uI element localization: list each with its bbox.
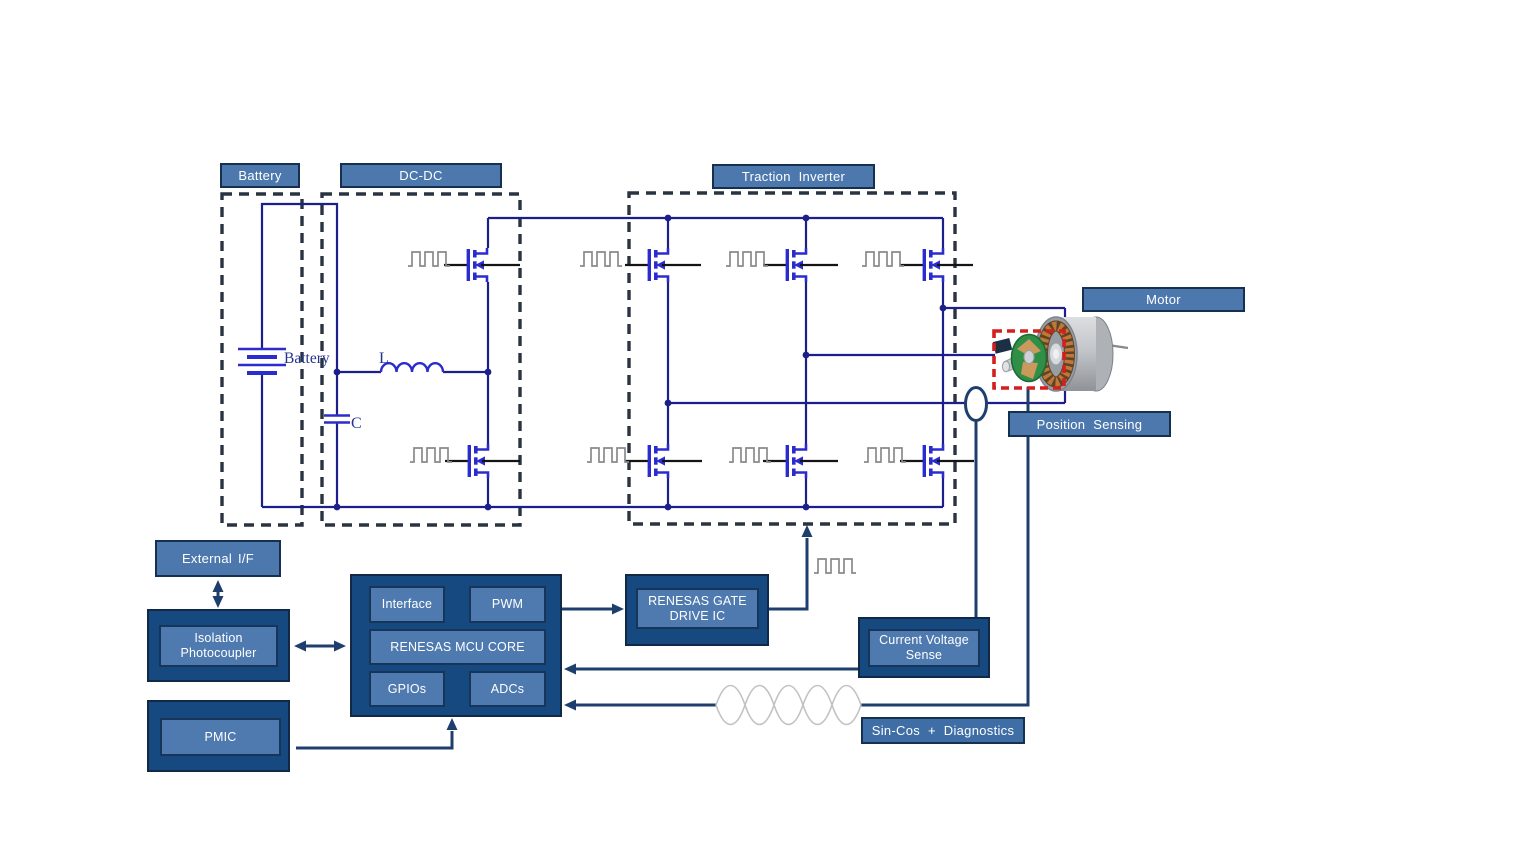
dcdc-section-label: DC-DC — [340, 163, 502, 188]
mosfet-dcdc-high — [442, 246, 520, 284]
battery-section-label: Battery — [220, 163, 300, 188]
junction-dots — [333, 214, 947, 511]
square-wave-icon — [861, 251, 905, 267]
position-sensor-outline — [992, 329, 1066, 390]
motor-section-label: Motor — [1082, 287, 1245, 312]
sincos-diagnostics-label: Sin-Cos + Diagnostics — [861, 717, 1025, 744]
mosfet-phase2-high — [761, 246, 838, 284]
current-voltage-sense-block: Current Voltage Sense — [858, 617, 990, 678]
inductor-symbol: L — [379, 350, 445, 373]
isolation-photocoupler-block: Isolation Photocoupler — [147, 609, 290, 682]
battery-symbol: Battery — [238, 347, 330, 375]
external-if-block: External I/F — [155, 540, 281, 577]
capacitor-symbol: C — [324, 414, 362, 432]
mcu-adcs-label: ADCs — [469, 671, 546, 707]
square-wave-icon — [728, 447, 772, 463]
pmic-label: PMIC — [160, 718, 281, 756]
dcdc-section-outline — [320, 192, 522, 527]
traction-inverter-section-label: Traction Inverter — [712, 164, 875, 189]
square-wave-icon — [725, 251, 769, 267]
sine-waves-icon — [715, 684, 862, 726]
mosfet-phase3-high — [898, 246, 973, 284]
circuit-wires — [260, 202, 1067, 509]
square-wave-icon — [579, 251, 623, 267]
mcu-block: Interface PWM RENESAS MCU CORE GPIOs ADC… — [350, 574, 562, 717]
current-voltage-sense-label: Current Voltage Sense — [868, 629, 980, 667]
block-connections — [216, 387, 1030, 750]
current-sensor-loop-icon — [964, 386, 988, 422]
square-wave-icon — [409, 447, 453, 463]
mosfet-phase1-low — [623, 442, 702, 480]
mosfet-phase1-high — [623, 246, 701, 284]
mcu-interface-label: Interface — [369, 586, 445, 623]
motor-3d-illustration — [992, 316, 1129, 392]
gate-drive-block: RENESAS GATE DRIVE IC — [625, 574, 769, 646]
mcu-pwm-label: PWM — [469, 586, 546, 623]
square-wave-icon — [813, 558, 857, 574]
mosfet-phase2-low — [761, 442, 838, 480]
isolation-photocoupler-label: Isolation Photocoupler — [159, 625, 278, 667]
battery-section-outline — [220, 192, 304, 527]
mosfet-phase3-low — [898, 442, 974, 480]
mcu-gpios-label: GPIOs — [369, 671, 445, 707]
traction-inverter-section-outline — [627, 191, 957, 526]
mosfet-dcdc-low — [443, 442, 520, 480]
inductor-label: L — [379, 350, 389, 367]
position-sensing-label: Position Sensing — [1008, 411, 1171, 437]
capacitor-label: C — [351, 415, 362, 432]
mcu-core-label: RENESAS MCU CORE — [369, 629, 546, 665]
battery-symbol-label: Battery — [284, 350, 330, 367]
square-wave-icon — [586, 447, 630, 463]
square-wave-icon — [407, 251, 451, 267]
pmic-block: PMIC — [147, 700, 290, 772]
gate-drive-label: RENESAS GATE DRIVE IC — [636, 588, 759, 629]
arrowheads — [212, 525, 813, 730]
square-wave-icon — [863, 447, 907, 463]
